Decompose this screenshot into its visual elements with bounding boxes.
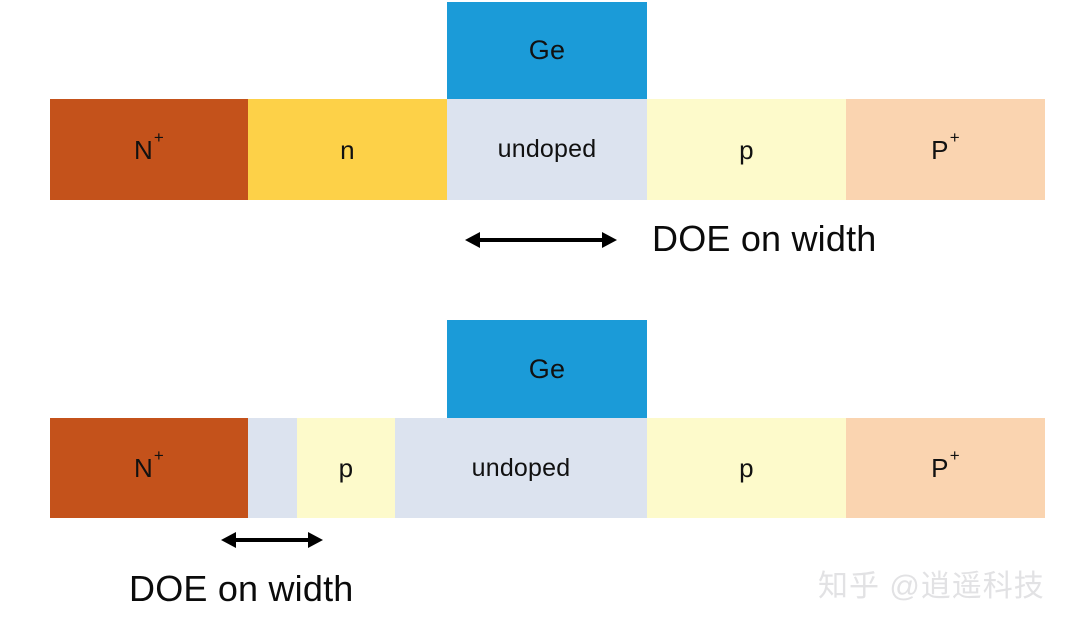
doe-width-caption-top: DOE on width	[652, 218, 877, 259]
layer-undoped-top: undoped	[447, 99, 647, 200]
doe-width-arrow-bottom	[221, 528, 323, 552]
superscript-plus: +	[949, 446, 960, 466]
ge-block-top: Ge	[447, 2, 647, 99]
watermark: 知乎 @逍遥科技	[818, 570, 1045, 603]
superscript-plus: +	[153, 446, 165, 466]
layer-p-plus-top: P+	[846, 99, 1045, 200]
layer-undoped-a-bottom	[248, 418, 297, 518]
layer-label: P+	[931, 446, 960, 483]
layer-n-top: n	[248, 99, 447, 200]
layer-label: p	[739, 134, 754, 165]
layer-n-plus-top: N+	[50, 99, 248, 200]
layer-p-narrow-bottom: p	[297, 418, 395, 518]
layer-p-plus-bottom: P+	[846, 418, 1045, 518]
doe-width-arrow-top	[465, 228, 617, 252]
ge-block-bottom: Ge	[447, 320, 647, 418]
layer-undoped-b-bottom: undoped	[395, 418, 647, 518]
layer-label: Ge	[528, 35, 566, 65]
layer-p-bottom: p	[647, 418, 846, 518]
layer-label: undoped	[497, 135, 597, 163]
doe-width-caption-bottom: DOE on width	[129, 568, 354, 609]
layer-label: N+	[133, 446, 165, 483]
layer-p-top: p	[647, 99, 846, 200]
layer-label: p	[739, 453, 754, 483]
layer-label: N+	[133, 127, 165, 165]
layer-label: n	[340, 134, 355, 165]
layer-n-plus-bottom: N+	[50, 418, 248, 518]
layer-label: P+	[931, 127, 960, 165]
layer-label: Ge	[528, 353, 566, 384]
superscript-plus: +	[949, 127, 960, 147]
superscript-plus: +	[153, 127, 165, 147]
arrow-svg	[465, 232, 617, 248]
layer-label: undoped	[471, 453, 571, 482]
layer-label: p	[338, 453, 354, 483]
arrow-svg	[221, 532, 323, 548]
